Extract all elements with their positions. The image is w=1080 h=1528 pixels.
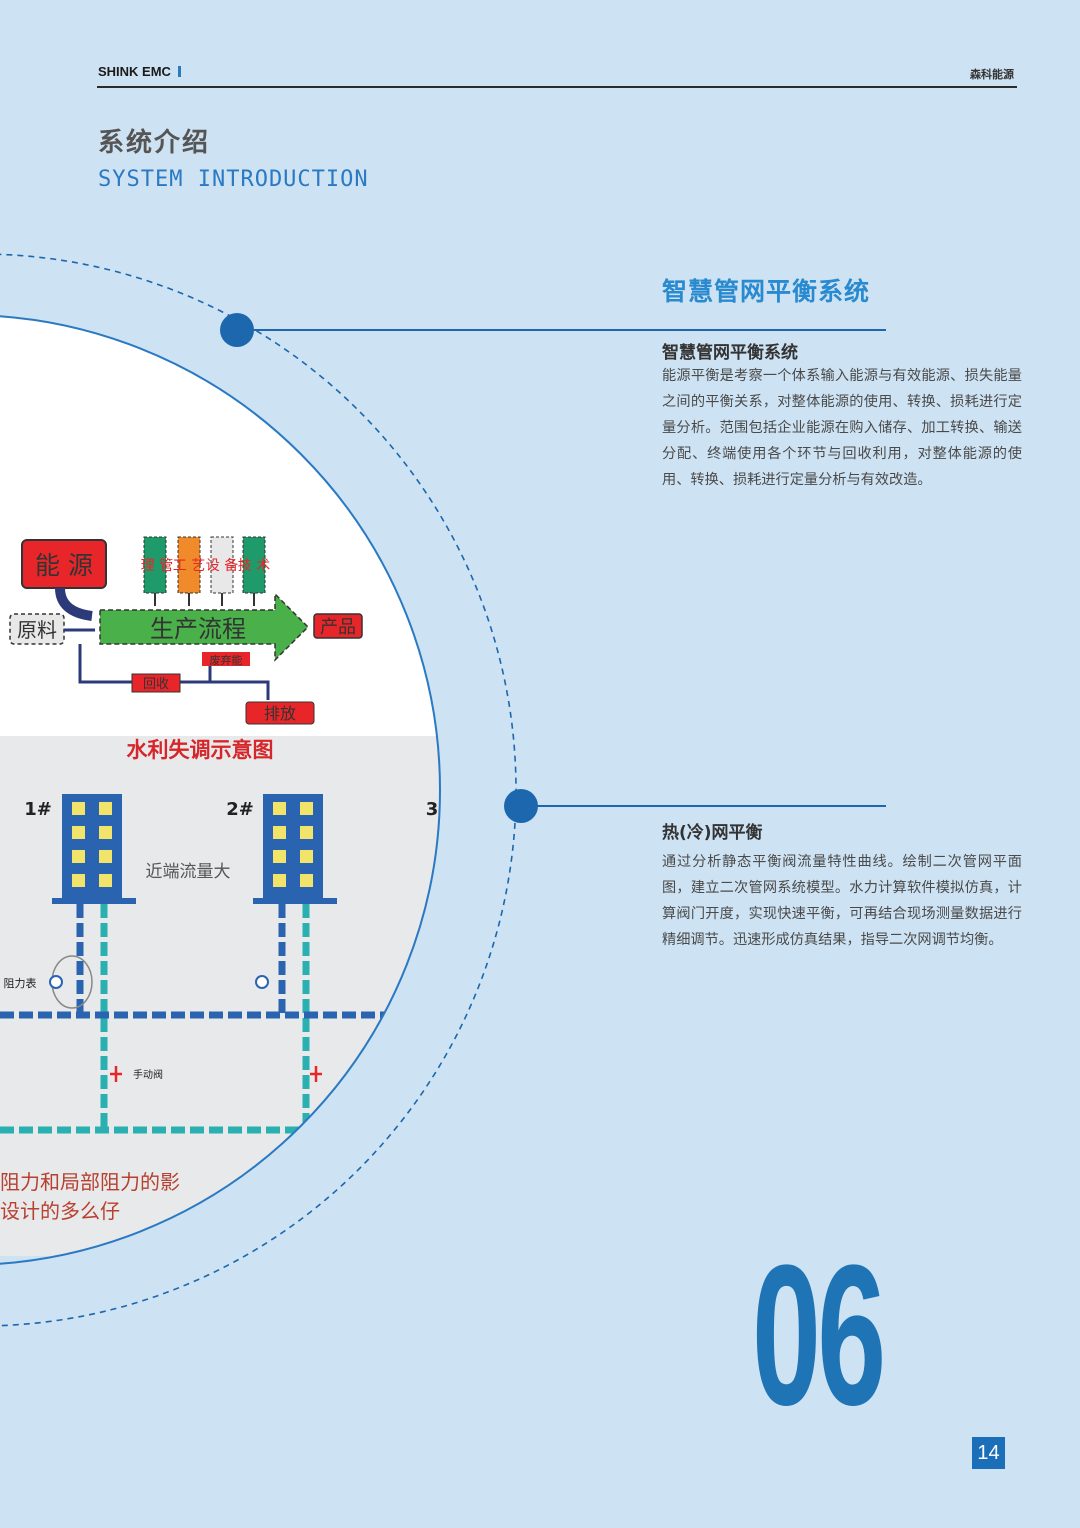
process-label: 生产流程: [150, 615, 246, 643]
section2-subtitle: 热(冷)网平衡: [662, 823, 763, 843]
factor-2: 工 艺: [173, 558, 205, 574]
page-title-en: SYSTEM INTRODUCTION: [98, 167, 369, 192]
valve-label-1: 阻力表: [4, 976, 37, 990]
section2-body: 通过分析静态平衡阀流量特性曲线。绘制二次管网平面图，建立二次管网系统模型。水力计…: [662, 854, 1022, 948]
factor-4: 技 术: [238, 558, 270, 574]
waste-label: 废弃能: [210, 653, 243, 667]
page-title: 系统介绍: [98, 128, 211, 158]
raw-label: 原料: [17, 618, 57, 642]
building-2-label: 2#: [226, 799, 254, 820]
header-rule: [97, 86, 1017, 88]
hydraulic-bottom-1: 阻力和局部阻力的影: [0, 1170, 180, 1194]
brand-logo: SHINK EMC: [98, 64, 181, 79]
circle-photo: 能 源 原料 生产流程 产品 理 管 工 艺 设 备 技 术 回收 废弃能: [0, 315, 440, 1256]
energy-flow-diagram: 能 源 原料 生产流程 产品 理 管 工 艺 设 备 技 术 回收 废弃能: [9, 536, 363, 725]
brand-cn: 森科能源: [970, 68, 1014, 81]
product-label: 产品: [320, 617, 356, 638]
section1-heading: 智慧管网平衡系统: [662, 277, 871, 306]
section-number: 06: [752, 1224, 886, 1447]
factor-1: 理 管: [141, 558, 173, 574]
recycle-label: 回收: [143, 677, 169, 692]
section1-body: 能源平衡是考察一个体系输入能源与有效能源、损失能量之间的平衡关系，对整体能源的使…: [662, 368, 1022, 488]
node-1: [220, 313, 254, 347]
factor-3: 设 备: [206, 557, 238, 574]
hydraulic-bottom-2: 设计的多么仔: [0, 1199, 120, 1223]
building-1-label: 1#: [24, 799, 52, 820]
discharge-label: 排放: [264, 704, 296, 723]
valve-label-2: 手动阀: [133, 1068, 163, 1081]
energy-label: 能 源: [35, 551, 93, 580]
hydraulic-diagram: 水利失调示意图 1# 2# 3 近端流量大: [0, 738, 440, 1223]
hydraulic-title: 水利失调示意图: [127, 738, 274, 762]
section1-subtitle: 智慧管网平衡系统: [662, 343, 798, 363]
near-flow-text: 近端流量大: [146, 862, 231, 882]
node-2: [504, 789, 538, 823]
page-number: 14: [972, 1437, 1005, 1469]
building-3-label: 3: [426, 799, 439, 820]
